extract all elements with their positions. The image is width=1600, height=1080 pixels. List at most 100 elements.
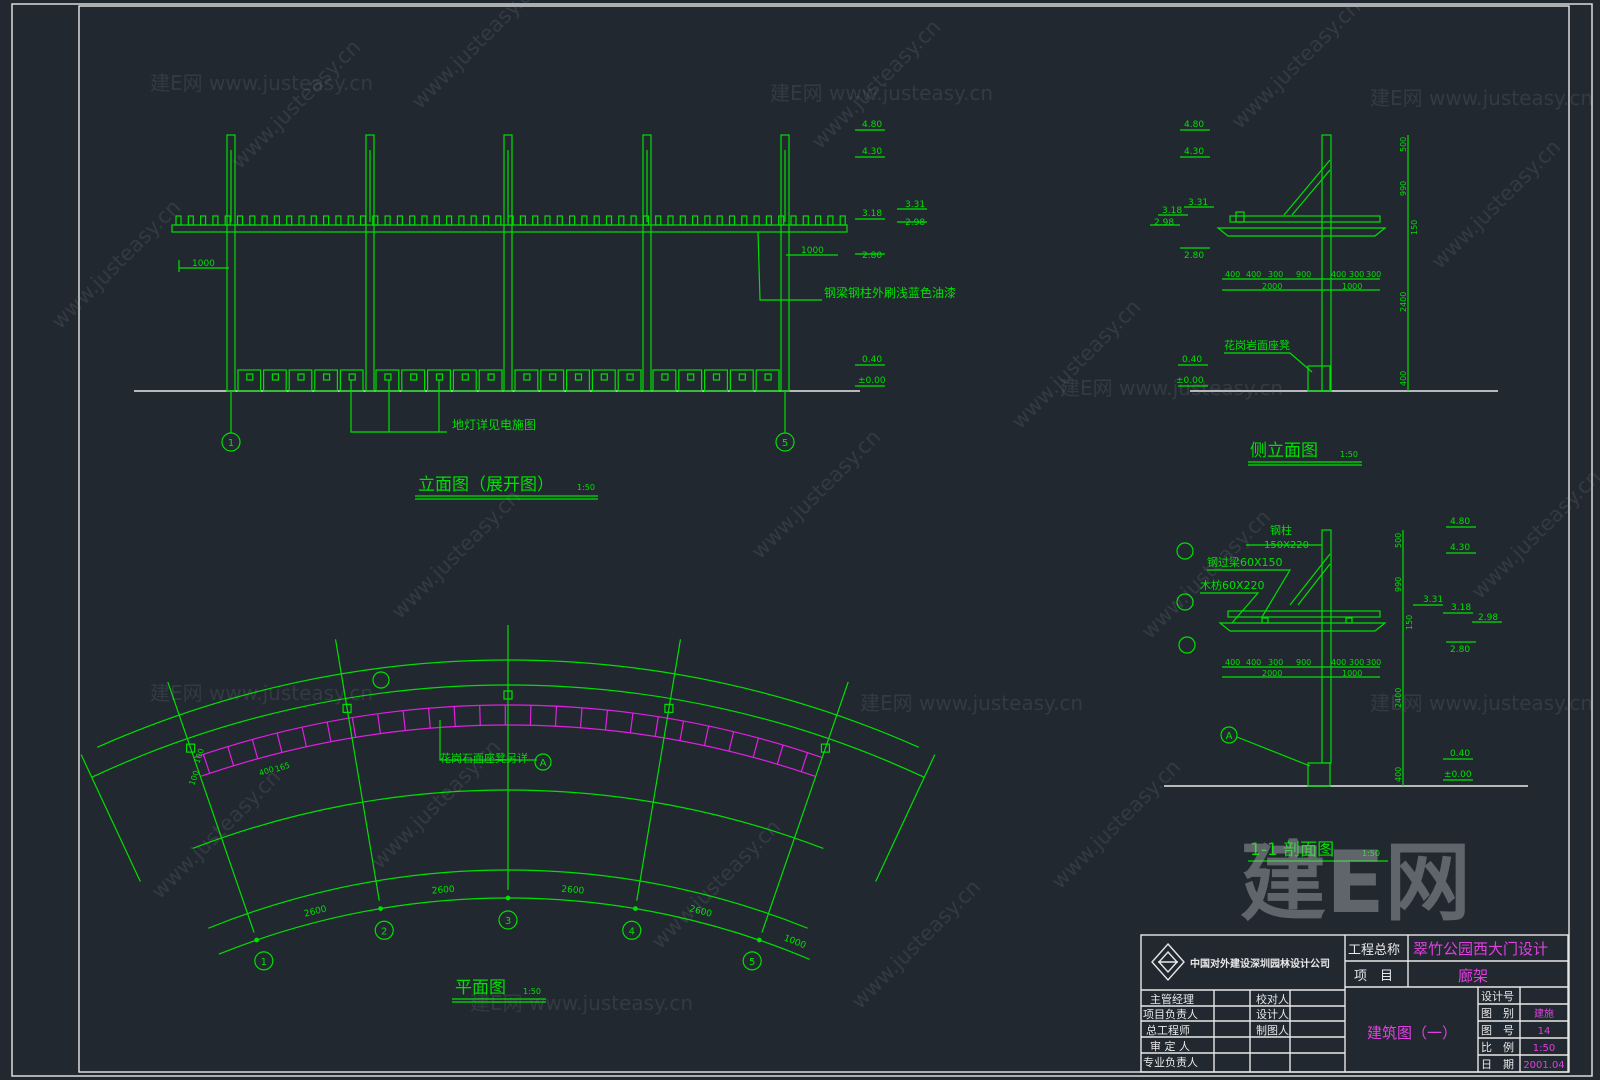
plan-seat-divider	[251, 739, 259, 759]
svg-text:1000: 1000	[1342, 669, 1362, 678]
seat-block	[591, 369, 616, 392]
company-name: 中国对外建设深圳园林设计公司	[1190, 957, 1330, 970]
plan-seat-divider	[202, 754, 211, 774]
watermark-url: www.justeasy.cn	[1007, 295, 1146, 434]
section-scale: 1:50	[1362, 849, 1380, 858]
svg-text:100: 100	[187, 769, 201, 786]
note-col-size: 150X220	[1264, 540, 1309, 551]
svg-text:校对人: 校对人	[1256, 992, 1289, 1006]
rafter	[335, 215, 342, 226]
rafter	[446, 215, 453, 226]
rafter	[200, 215, 207, 226]
side-levels: 4.80 4.30 3.18 3.31 2.98 2.80 0.40 ±0.00	[1150, 120, 1214, 387]
plan-span-label: 2600	[561, 885, 585, 897]
seat-block	[237, 369, 262, 392]
svg-text:1000: 1000	[1342, 282, 1362, 291]
svg-text:项目负责人: 项目负责人	[1143, 1007, 1198, 1021]
rafter	[458, 215, 465, 226]
seat-lamp	[549, 373, 557, 381]
plan-column	[185, 743, 196, 753]
seat-lamp	[764, 373, 772, 381]
svg-text:A: A	[540, 758, 547, 769]
plan-seat-divider	[479, 705, 481, 726]
plan-axis-bubble	[254, 951, 274, 971]
rafter	[495, 215, 502, 226]
svg-text:165: 165	[274, 761, 291, 774]
seat-lamp	[661, 373, 669, 381]
axis-bubble-1	[221, 432, 241, 452]
plan-axis-label: 2	[381, 926, 387, 937]
svg-text:图 别: 图 别	[1481, 1007, 1514, 1020]
column	[642, 134, 652, 392]
svg-text:300: 300	[1349, 658, 1364, 667]
svg-text:900: 900	[1296, 658, 1311, 667]
svg-text:400: 400	[1399, 371, 1408, 386]
section-title: 1-1 剖面图	[1250, 840, 1334, 860]
plan-axis-dot	[756, 937, 762, 943]
top-beam	[171, 224, 848, 233]
note-plan-seat: 花岗石面座凳另详	[440, 751, 528, 765]
columns	[226, 134, 790, 392]
rafter	[839, 215, 846, 226]
rafter	[482, 215, 490, 226]
svg-text:3.18: 3.18	[1162, 206, 1182, 216]
rafter	[581, 215, 588, 226]
company-logo	[1151, 942, 1185, 982]
side-beam-bottom	[1216, 227, 1387, 237]
plan-arc	[218, 897, 810, 960]
rafter	[618, 215, 625, 226]
plan-arcs	[91, 659, 925, 929]
svg-text:2000: 2000	[1262, 282, 1282, 291]
seat-block	[452, 369, 477, 392]
seat-block	[703, 369, 728, 392]
rafter	[286, 215, 293, 226]
svg-text:990: 990	[1399, 181, 1408, 196]
svg-text:300: 300	[1366, 270, 1381, 279]
plan-radial	[636, 639, 682, 901]
seat-block	[565, 369, 590, 392]
plan-axis-dot	[633, 906, 638, 911]
seat-lamp	[297, 373, 305, 381]
plan-seat-divider	[351, 717, 357, 738]
watermark-url: www.justeasy.cn	[227, 35, 366, 174]
rafter	[704, 215, 711, 226]
plan-seat-divider	[326, 721, 332, 742]
svg-text:400: 400	[1246, 270, 1261, 279]
plan-seat-divider	[377, 713, 381, 734]
column	[503, 134, 513, 392]
seat-lamp	[687, 373, 695, 381]
svg-text:4.80: 4.80	[862, 120, 882, 130]
title-block: 中国对外建设深圳园林设计公司 工程总称 翠竹公园西大门设计 项 目 廊架 主管经…	[1140, 934, 1569, 1073]
svg-text:400: 400	[1331, 270, 1346, 279]
svg-text:400: 400	[1225, 658, 1240, 667]
svg-text:400: 400	[1246, 658, 1261, 667]
svg-text:0.40: 0.40	[862, 355, 882, 365]
svg-text:0.40: 0.40	[1182, 355, 1202, 365]
svg-text:150: 150	[1410, 220, 1419, 235]
rafter	[532, 215, 539, 226]
plan-title: 平面图	[455, 978, 506, 998]
watermark-layer: www.justeasy.cn www.justeasy.cn www.justea…	[47, 0, 1600, 1015]
side-seat	[1307, 365, 1331, 392]
svg-text:400: 400	[1394, 767, 1403, 782]
elev-levels: 4.80 4.30 3.18 2.80 3.31 2.98 0.40 ±0.00	[855, 120, 927, 387]
svg-text:2.98: 2.98	[1478, 613, 1498, 623]
svg-text:1: 1	[228, 438, 234, 449]
seat-lamp	[600, 373, 608, 381]
plan-seat-divider	[604, 710, 609, 731]
svg-text:150: 150	[1405, 615, 1414, 630]
watermark-url: www.justeasy.cn	[407, 0, 546, 114]
plan-scale: 1:50	[523, 987, 541, 996]
seat-lamp	[487, 373, 495, 381]
rafter	[790, 215, 797, 226]
svg-text:建E网 www.justeasy.cn: 建E网 www.justeasy.cn	[470, 991, 693, 1015]
section-footing	[1307, 762, 1331, 787]
svg-text:4.30: 4.30	[1450, 543, 1470, 553]
watermark-url: www.justeasy.cn	[1227, 0, 1366, 134]
svg-text:4.30: 4.30	[862, 147, 882, 157]
plan-edge	[80, 754, 141, 882]
plan-seat-divider	[800, 752, 809, 772]
rafter	[728, 215, 736, 226]
svg-text:建E网 www.justeasy.cn: 建E网 www.justeasy.cn	[150, 71, 373, 95]
